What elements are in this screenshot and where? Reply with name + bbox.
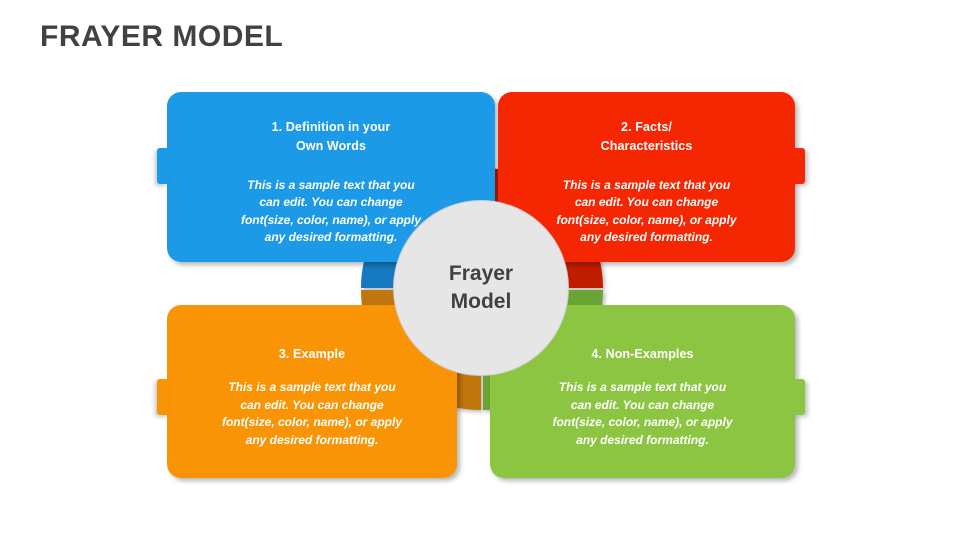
quadrant-title-definition: 1. Definition in your Own Words bbox=[271, 120, 391, 154]
center-label-line1: Frayer bbox=[448, 262, 514, 286]
quadrant-title-facts-characteristics: 2. Facts/ Characteristics bbox=[600, 120, 693, 154]
quadrant-body-example: This is a sample text that you can edit.… bbox=[221, 380, 403, 447]
quadrant-card-example[interactable]: 3. Example This is a sample text that yo… bbox=[157, 305, 457, 478]
card-notch-left bbox=[157, 148, 169, 184]
center-label-line2: Model bbox=[450, 290, 512, 313]
center-circle[interactable]: Frayer Model bbox=[393, 200, 569, 376]
frayer-model-diagram: 1. Definition in your Own Words This is … bbox=[0, 70, 960, 500]
card-notch-right bbox=[793, 379, 805, 415]
quadrant-body-definition: This is a sample text that you can edit.… bbox=[240, 177, 422, 244]
quadrant-body-facts-characteristics: This is a sample text that you can edit.… bbox=[556, 177, 737, 244]
card-notch-right bbox=[793, 148, 805, 184]
page-title: FRAYER MODEL bbox=[40, 20, 284, 53]
quadrant-title-example: 3. Example bbox=[278, 347, 346, 361]
card-notch-left bbox=[157, 379, 169, 415]
quadrant-card-definition[interactable]: 1. Definition in your Own Words This is … bbox=[157, 92, 495, 262]
quadrant-body-non-examples: This is a sample text that you can edit.… bbox=[552, 380, 733, 447]
quadrant-title-non-examples: 4. Non-Examples bbox=[591, 347, 694, 361]
